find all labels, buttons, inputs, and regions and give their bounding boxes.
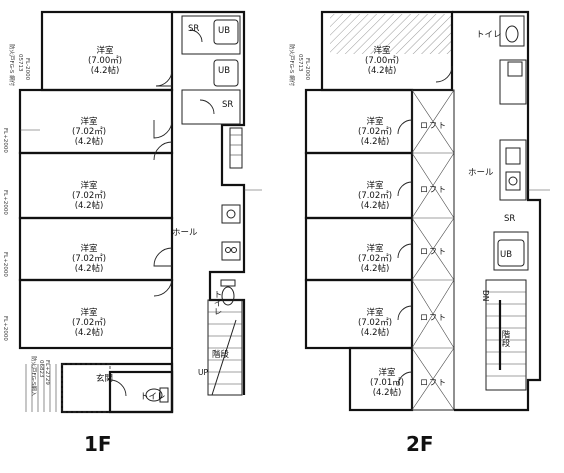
toilet-1f-hall-label: トイレ [212,290,222,316]
second-floor-plan [304,10,550,412]
loft-column-2f [411,89,455,411]
note-fl-2f: FL-2000 [304,58,310,81]
room-area: (7.02㎡) [72,254,107,264]
loft-label-3: ロフト [420,247,447,256]
room-name: 洋室 [80,244,98,254]
note-fl-1f-4: FL+2000 [2,252,8,277]
room-name: 洋室 [80,308,98,318]
note-fl-1f-3: FL+2000 [2,190,8,215]
room-area: (7.02㎡) [358,254,393,264]
room-name: 洋室 [366,244,384,254]
loft-label-1: ロフト [420,121,447,130]
room-name: 洋室 [80,117,98,127]
toilet-1f-label: トイレ [140,392,166,402]
note-fire-door-1f: 防火戸FG-S 網付 [8,44,14,87]
note-fl-1f-top: FL-2000 [24,58,30,81]
room-mats: (4.2帖) [360,328,390,338]
entrance-1f-label: 玄関 [96,374,114,384]
room-2f-1-label: 洋室 (7.00㎡) (4.2帖) [365,46,399,76]
stairs-1f-label: 階段 [212,350,230,360]
dn-2f-label: DN [481,290,490,302]
toilet-2f [499,15,525,47]
note-fire-door-2f: 防火戸FG-S 網付 [288,44,294,87]
room-1f-1-label: 洋室 (7.00㎡) (4.2帖) [88,46,122,76]
room-mats: (4.2帖) [74,201,104,211]
room-2f-3-label: 洋室 (7.02㎡) (4.2帖) [358,181,392,211]
loft-label-5: ロフト [420,378,447,387]
room-area: (7.02㎡) [72,191,107,201]
room-mats: (4.2帖) [74,137,104,147]
room-area: (7.01㎡) [370,378,405,388]
room-mats: (4.2帖) [360,137,390,147]
room-name: 洋室 [373,46,391,56]
room-name: 洋室 [96,46,114,56]
sr-1f-top-label: SR [188,24,200,34]
room-mats: (4.2帖) [360,264,390,274]
room-mats: (4.2帖) [90,66,120,76]
loft-label-4: ロフト [420,313,447,322]
room-name: 洋室 [80,181,98,191]
room-mats: (4.2帖) [372,388,402,398]
stairs-2f [485,279,527,391]
room-2f-5-label: 洋室 (7.02㎡) (4.2帖) [358,308,392,338]
ub-1f-label: UB [218,66,231,76]
floor-label-1f: 1F [84,432,112,456]
ub-1f-bath [213,59,239,87]
room-1f-2-label: 洋室 (7.02㎡) (4.2帖) [72,117,106,147]
hall-2f-outer-wall [452,10,542,412]
sr-1f-label: SR [222,100,234,110]
room-area: (7.02㎡) [72,318,107,328]
toilet-1f-walls [108,370,174,414]
room-area: (7.00㎡) [365,56,400,66]
stairs-1f [207,299,243,396]
hall-2f-label: ホール [468,168,494,178]
sr-2f-label: SR [504,214,516,224]
room-name: 洋室 [378,368,396,378]
note-fl-1f-5: FL+2000 [2,316,8,341]
room-area: (7.02㎡) [358,191,393,201]
note-fl-2729: FL+2729 [44,360,50,385]
room-mats: (4.2帖) [74,328,104,338]
room-area: (7.02㎡) [72,127,107,137]
note-05713-2f: 05713 [297,54,303,72]
room-area: (7.02㎡) [358,127,393,137]
hall-1f-label: ホール [172,228,198,238]
room-name: 洋室 [366,308,384,318]
room-2f-4-label: 洋室 (7.02㎡) (4.2帖) [358,244,392,274]
room-area: (7.00㎡) [88,56,123,66]
ub-1f-top-label: UB [218,26,231,36]
room-1f-4-label: 洋室 (7.02㎡) (4.2帖) [72,244,106,274]
ub-2f-bath [493,231,529,271]
stairs-2f-label: 階段 [500,330,510,347]
room-name: 洋室 [366,117,384,127]
up-1f-label: UP [198,368,209,377]
room-mats: (4.2帖) [360,201,390,211]
first-floor-plan [18,10,262,414]
room-mats: (4.2帖) [367,66,397,76]
toilet-2f-label: トイレ [476,30,502,40]
room-1f-5-walls [18,278,174,350]
floor-label-2f: 2F [406,432,434,456]
room-2f-2-label: 洋室 (7.02㎡) (4.2帖) [358,117,392,147]
note-fl-1f-2: FL+2000 [2,128,8,153]
room-area: (7.02㎡) [358,318,393,328]
room-mats: (4.2帖) [74,264,104,274]
sr-ub-block-1f-top [181,15,241,55]
note-05713-1f: 05713 [17,54,23,72]
room-1f-5-label: 洋室 (7.02㎡) (4.2帖) [72,308,106,338]
loft-label-2: ロフト [420,185,447,194]
note-fire-door-1f-entrance: 防火戸FG-S網入 [30,356,36,397]
ub-2f-label: UB [500,250,513,260]
room-2f-6-label: 洋室 (7.01㎡) (4.2帖) [370,368,404,398]
room-1f-3-label: 洋室 (7.02㎡) (4.2帖) [72,181,106,211]
room-name: 洋室 [366,181,384,191]
